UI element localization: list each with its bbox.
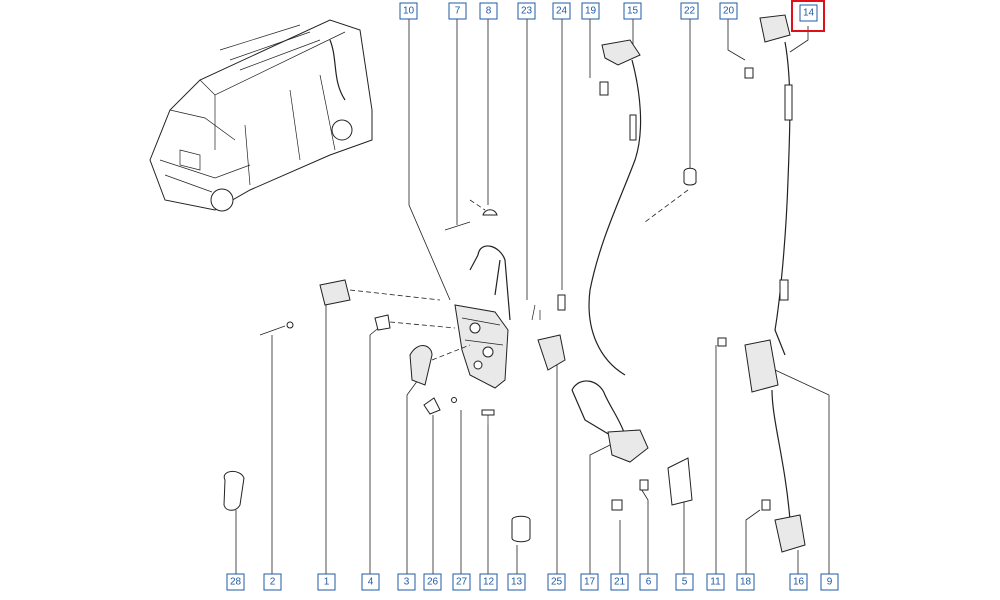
svg-text:15: 15 [627, 6, 639, 17]
callout-21[interactable]: 21 [610, 573, 629, 591]
top-leader-lines [408, 19, 809, 301]
svg-text:25: 25 [551, 577, 563, 588]
svg-text:14: 14 [803, 8, 815, 19]
svg-text:18: 18 [740, 577, 752, 588]
svg-text:22: 22 [684, 6, 696, 17]
top-callout-row: 10 7 8 23 24 19 15 22 20 14 [399, 0, 825, 32]
svg-text:4: 4 [368, 577, 374, 588]
svg-text:26: 26 [427, 577, 439, 588]
callout-18[interactable]: 18 [736, 573, 755, 591]
callout-14[interactable]: 14 [799, 4, 818, 22]
callout-16[interactable]: 16 [789, 573, 808, 591]
svg-text:9: 9 [827, 577, 833, 588]
highlight-box-14 [791, 0, 825, 32]
central-lock-assembly [223, 199, 566, 543]
svg-text:21: 21 [614, 577, 626, 588]
svg-text:11: 11 [710, 577, 721, 588]
callout-1[interactable]: 1 [317, 573, 336, 591]
callout-9[interactable]: 9 [820, 573, 839, 591]
callout-23[interactable]: 23 [517, 2, 536, 20]
bottom-leader-lines [235, 300, 830, 574]
svg-text:12: 12 [483, 577, 495, 588]
callout-5[interactable]: 5 [675, 573, 694, 591]
svg-text:8: 8 [486, 6, 492, 17]
callout-13[interactable]: 13 [507, 573, 526, 591]
svg-text:10: 10 [403, 6, 415, 17]
callout-22[interactable]: 22 [680, 2, 699, 20]
callout-4[interactable]: 4 [361, 573, 380, 591]
callout-10[interactable]: 10 [399, 2, 418, 20]
callout-24[interactable]: 24 [552, 2, 571, 20]
svg-text:5: 5 [682, 577, 688, 588]
svg-text:20: 20 [723, 6, 735, 17]
callout-20[interactable]: 20 [719, 2, 738, 20]
svg-text:2: 2 [270, 577, 276, 588]
callout-25[interactable]: 25 [547, 573, 566, 591]
upper-cable-assembly [588, 14, 793, 376]
callout-19[interactable]: 19 [581, 2, 600, 20]
callout-12[interactable]: 12 [479, 573, 498, 591]
callout-2[interactable]: 2 [263, 573, 282, 591]
callout-26[interactable]: 26 [423, 573, 442, 591]
callout-8[interactable]: 8 [479, 2, 498, 20]
van-illustration [149, 19, 373, 212]
callout-17[interactable]: 17 [580, 573, 599, 591]
callout-28[interactable]: 28 [226, 573, 245, 591]
svg-text:7: 7 [455, 6, 461, 17]
callout-3[interactable]: 3 [397, 573, 416, 591]
svg-text:17: 17 [584, 577, 596, 588]
svg-text:28: 28 [230, 577, 242, 588]
svg-text:23: 23 [521, 6, 533, 17]
svg-text:13: 13 [511, 577, 523, 588]
callout-27[interactable]: 27 [452, 573, 471, 591]
svg-text:16: 16 [793, 577, 805, 588]
callout-11[interactable]: 11 [706, 573, 725, 591]
svg-text:6: 6 [646, 577, 652, 588]
svg-text:24: 24 [556, 6, 568, 17]
callout-6[interactable]: 6 [639, 573, 658, 591]
svg-text:1: 1 [324, 577, 330, 588]
svg-text:3: 3 [404, 577, 410, 588]
bottom-callout-row: 28 2 1 4 3 26 27 12 13 25 17 21 6 5 11 1… [226, 573, 839, 591]
callout-15[interactable]: 15 [623, 2, 642, 20]
lower-lock-assembly [571, 337, 806, 553]
svg-text:27: 27 [456, 577, 468, 588]
callout-7[interactable]: 7 [448, 2, 467, 20]
svg-text:19: 19 [585, 6, 597, 17]
